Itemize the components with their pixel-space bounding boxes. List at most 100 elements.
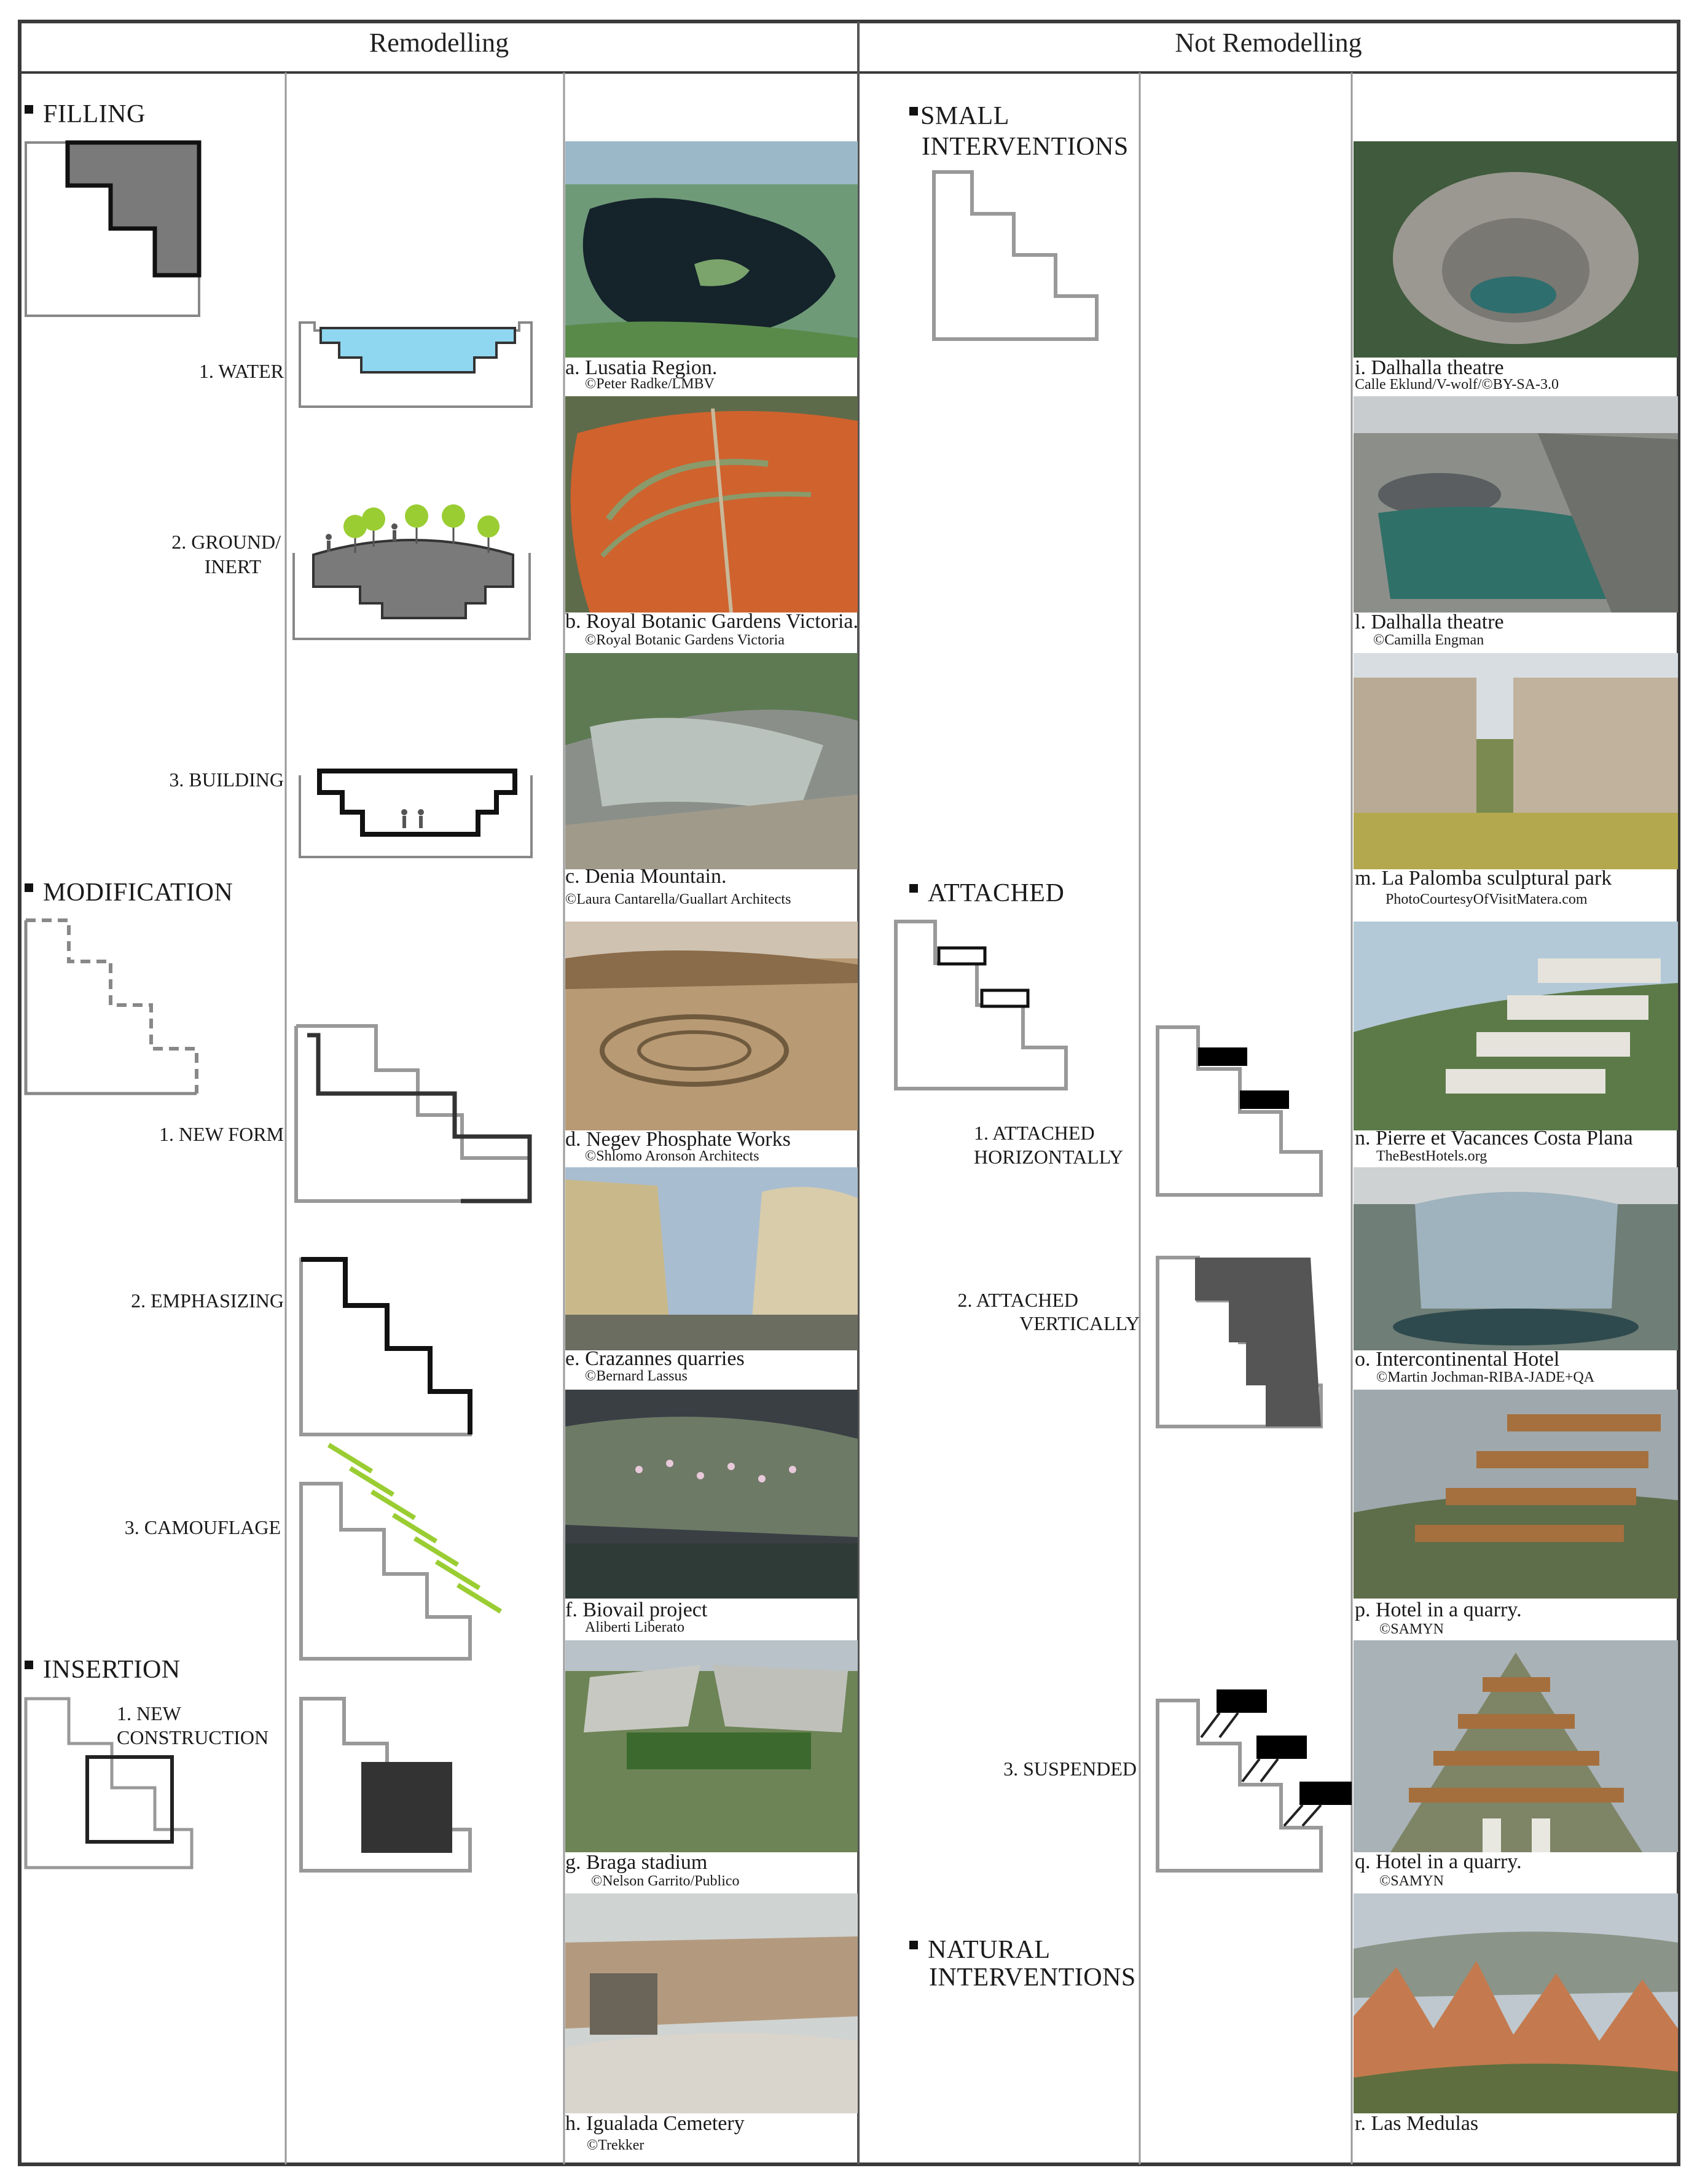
filling-diagram <box>25 140 202 317</box>
tree-icons <box>343 504 500 553</box>
photo-i-dalhalla <box>1354 141 1678 358</box>
section-small-label-1: SMALL <box>920 102 1009 130</box>
label-new-construction-1: 1. NEW <box>117 1702 181 1724</box>
section-insertion: INSERTION <box>25 1657 181 1683</box>
caption-p-credit: ©SAMYN <box>1379 1621 1444 1637</box>
caption-c-credit: ©Laura Cantarella/Guallart Architects <box>565 891 791 907</box>
label-attached-horizontally-1: 1. ATTACHED <box>974 1122 1095 1144</box>
section-modification: MODIFICATION <box>25 880 233 906</box>
caption-m-title: m. La Palomba sculptural park <box>1355 867 1612 890</box>
section-filling-label: FILLING <box>43 100 146 128</box>
caption-l-credit: ©Camilla Engman <box>1373 632 1484 648</box>
caption-r-title: r. Las Medulas <box>1355 2112 1479 2135</box>
header-remodelling: Remodelling <box>369 28 509 58</box>
section-filling: FILLING <box>25 101 146 127</box>
caption-p-title: p. Hotel in a quarry. <box>1355 1599 1522 1621</box>
section-modification-label: MODIFICATION <box>43 879 233 907</box>
label-ground-2: INERT <box>204 555 261 577</box>
label-emphasizing: 2. EMPHASIZING <box>131 1290 284 1312</box>
section-natural-interventions: NATURAL <box>909 1937 1051 1963</box>
label-ground-1: 2. GROUND/ <box>171 531 281 553</box>
caption-e-title: e. Crazannes quarries <box>565 1347 745 1370</box>
photo-a-lusatia <box>565 141 858 358</box>
label-attached-vertically-1: 2. ATTACHED <box>957 1289 1078 1311</box>
attached-horizontally-diagram <box>1156 1025 1323 1197</box>
caption-a-credit: ©Peter Radke/LMBV <box>585 376 715 392</box>
photo-h-igualada <box>565 1893 858 2113</box>
label-water: 1. WATER <box>198 360 284 382</box>
header-not-remodelling: Not Remodelling <box>1175 28 1362 58</box>
bullet-icon <box>25 105 33 114</box>
caption-a-title: a. Lusatia Region. <box>565 356 718 379</box>
caption-h-title: h. Igualada Cemetery <box>565 2112 745 2135</box>
caption-n-credit: TheBestHotels.org <box>1376 1148 1487 1164</box>
caption-c-title: c. Denia Mountain. <box>565 865 727 888</box>
bullet-icon <box>25 883 33 892</box>
small-interventions-diagram <box>932 170 1099 341</box>
label-camouflage: 3. CAMOUFLAGE <box>124 1516 281 1538</box>
section-natural-label-1: NATURAL <box>928 1936 1051 1964</box>
caption-o-credit: ©Martin Jochman-RIBA-JADE+QA <box>1376 1369 1595 1385</box>
vegetation-strokes <box>327 1442 503 1614</box>
caption-l-title: l. Dalhalla theatre <box>1355 611 1504 633</box>
new-form-diagram <box>294 1024 532 1204</box>
label-attached-horizontally-2: HORIZONTALLY <box>974 1146 1124 1168</box>
label-new-construction-2: CONSTRUCTION <box>117 1726 269 1748</box>
photo-q-hotel-quarry <box>1354 1640 1678 1852</box>
modification-diagram <box>24 918 198 1095</box>
photo-p-hotel-quarry <box>1354 1390 1678 1599</box>
caption-e-credit: ©Bernard Lassus <box>585 1368 688 1384</box>
caption-f-credit: Aliberti Liberato <box>585 1619 684 1635</box>
photo-r-las-medulas <box>1354 1893 1678 2113</box>
caption-g-credit: ©Nelson Garrito/Publico <box>591 1873 740 1889</box>
bullet-icon <box>909 1941 918 1949</box>
photo-o-intercontinental <box>1354 1167 1678 1350</box>
outer-frame <box>18 20 1680 2166</box>
new-construction-diagram <box>299 1697 472 1873</box>
caption-i-title: i. Dalhalla theatre <box>1355 356 1504 379</box>
caption-f-title: f. Biovail project <box>565 1599 708 1621</box>
caption-n-title: n. Pierre et Vacances Costa Plana <box>1355 1127 1633 1149</box>
bullet-icon <box>909 884 918 893</box>
photo-g-braga <box>565 1640 858 1852</box>
person-icons <box>401 809 424 828</box>
section-natural-interventions-2: INTERVENTIONS <box>929 1963 1136 1992</box>
caption-d-credit: ©Shlomo Aronson Architects <box>585 1148 759 1164</box>
attached-diagram <box>894 920 1068 1090</box>
bullet-icon <box>25 1661 33 1669</box>
label-building: 3. BUILDING <box>169 769 284 791</box>
caption-o-title: o. Intercontinental Hotel <box>1355 1348 1560 1371</box>
photo-m-palomba <box>1354 653 1678 869</box>
caption-b-title: b. Royal Botanic Gardens Victoria. <box>565 610 858 633</box>
photo-d-negev <box>565 922 858 1130</box>
section-insertion-label: INSERTION <box>43 1656 181 1684</box>
photo-b-botanic <box>565 396 858 613</box>
ground-section-diagram <box>292 504 531 640</box>
label-suspended: 3. SUSPENDED <box>1003 1758 1137 1780</box>
photo-n-pierre <box>1354 922 1678 1130</box>
photo-l-dalhalla <box>1354 396 1678 613</box>
water-section-diagram <box>299 321 533 408</box>
caption-m-credit: PhotoCourtesyOfVisitMatera.com <box>1385 891 1588 907</box>
section-small-interventions-2: INTERVENTIONS <box>922 133 1129 161</box>
photo-e-crazannes <box>565 1167 858 1350</box>
photo-f-biovail <box>565 1390 858 1599</box>
caption-d-title: d. Negev Phosphate Works <box>565 1128 791 1151</box>
building-section-diagram <box>299 769 533 858</box>
bullet-icon <box>909 107 918 115</box>
caption-b-credit: ©Royal Botanic Gardens Victoria <box>585 632 785 648</box>
insertion-diagram <box>24 1697 194 1869</box>
label-new-form: 1. NEW FORM <box>159 1123 284 1145</box>
person-icons <box>326 523 398 552</box>
caption-g-title: g. Braga stadium <box>565 1851 708 1874</box>
emphasizing-diagram <box>299 1257 472 1436</box>
photo-c-denia <box>565 653 858 869</box>
label-attached-vertically-2: VERTICALLY <box>1019 1312 1140 1334</box>
caption-h-credit: ©Trekker <box>587 2137 645 2153</box>
section-attached-label: ATTACHED <box>928 879 1065 907</box>
section-attached: ATTACHED <box>909 880 1064 906</box>
suspended-diagram <box>1156 1689 1352 1873</box>
section-small-interventions: SMALL <box>909 103 1009 129</box>
